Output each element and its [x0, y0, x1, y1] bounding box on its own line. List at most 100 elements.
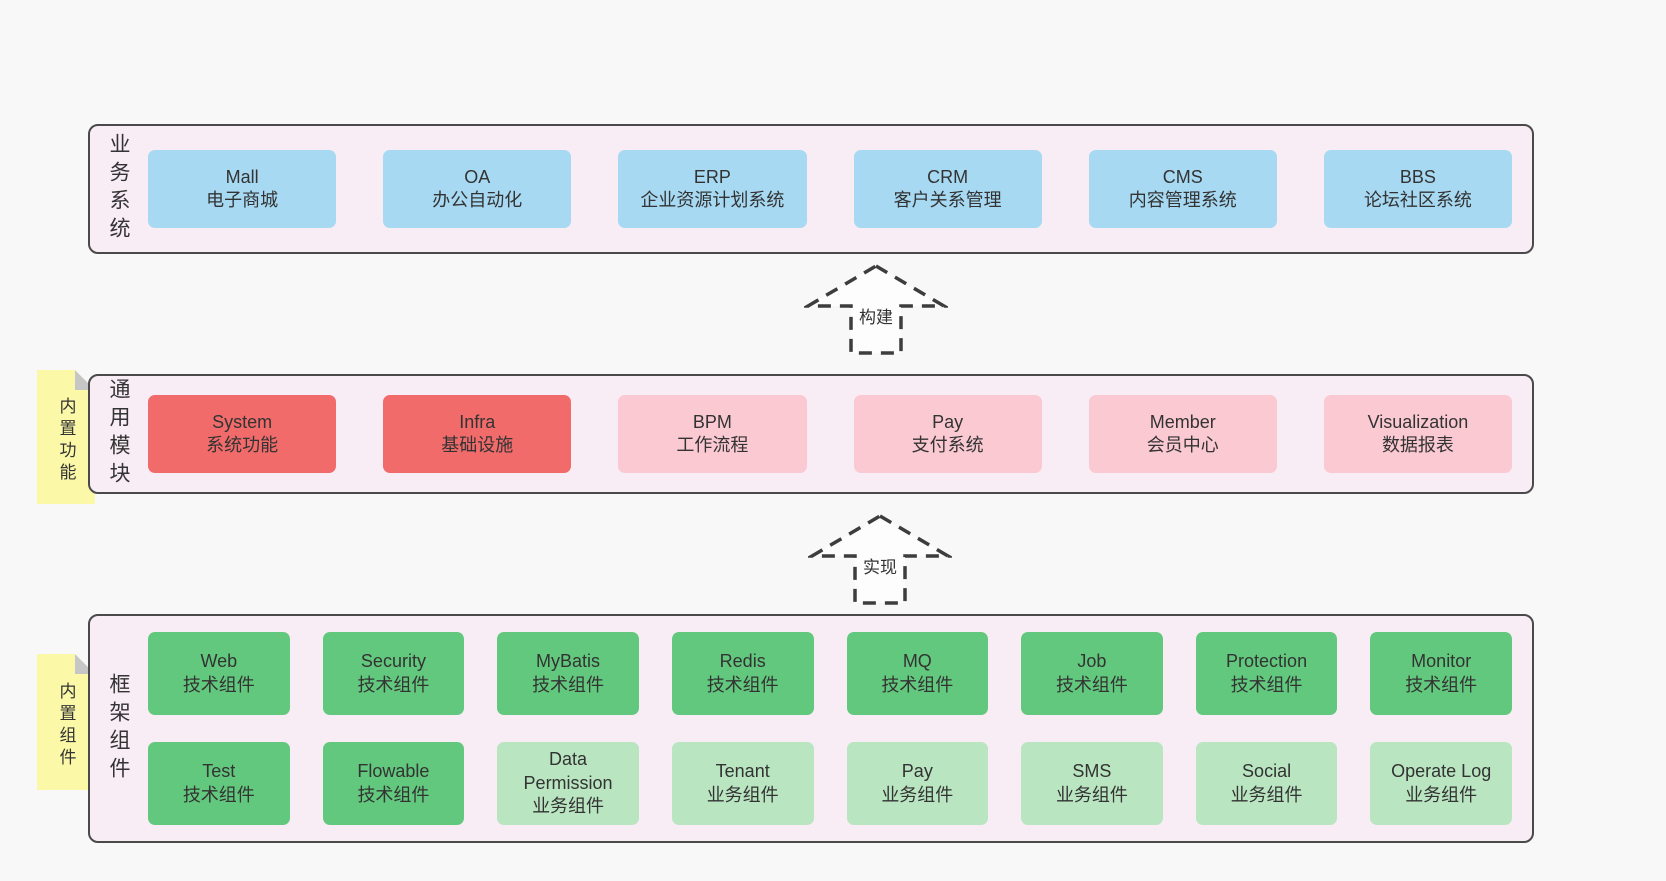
- module-box-oa: OA 办公自动化: [383, 150, 572, 228]
- box-name: Pay: [901, 761, 933, 782]
- box-name: Operate Log: [1391, 761, 1492, 782]
- box-desc: 技术组件: [1405, 674, 1478, 695]
- box-name: ERP: [693, 166, 731, 187]
- box-desc: 业务组件: [532, 796, 605, 817]
- module-box-bpm: BPM 工作流程: [618, 395, 807, 473]
- box-name: CRM: [927, 166, 969, 187]
- box-desc: 会员中心: [1146, 435, 1219, 455]
- box-name: Member: [1149, 411, 1216, 432]
- box-name: System: [212, 411, 273, 432]
- box-name: Infra: [459, 411, 496, 432]
- box-desc: 论坛社区系统: [1363, 190, 1472, 210]
- module-box-system: System 系统功能: [148, 395, 337, 473]
- box-name: Job: [1077, 651, 1107, 672]
- box-desc: 办公自动化: [432, 190, 523, 210]
- module-box-erp: ERP 企业资源计划系统: [618, 150, 807, 228]
- box-name: MQ: [902, 651, 932, 672]
- box-desc: 技术组件: [357, 674, 430, 695]
- box-desc: 内容管理系统: [1128, 190, 1237, 210]
- module-box-pay: Pay 支付系统: [853, 395, 1042, 473]
- box-name: SMS: [1072, 761, 1112, 782]
- box-name: Visualization: [1367, 411, 1469, 432]
- module-box-bbs: BBS 论坛社区系统: [1323, 150, 1513, 228]
- box-name: Social: [1242, 761, 1292, 782]
- layer-label: 通用模块: [107, 378, 130, 490]
- box-desc: 业务组件: [1055, 784, 1128, 805]
- layer-common-modules: 通用模块 System 系统功能 Infra 基础设施 BPM 工作流程 Pay 支付系统 Me…: [88, 374, 1534, 494]
- layer-label: 业务系统: [107, 133, 130, 245]
- box-desc: 支付系统: [911, 435, 984, 455]
- module-box-infra: Infra 基础设施: [383, 395, 572, 473]
- box-desc: 客户关系管理: [893, 190, 1002, 210]
- module-box-crm: CRM 客户关系管理: [853, 150, 1042, 228]
- arrow-label: 实现: [859, 552, 901, 579]
- arrow-label: 构建: [855, 302, 897, 329]
- layer-label: 框架组件: [107, 672, 130, 785]
- sticky-note-label: 内置功能: [56, 397, 76, 485]
- box-desc: 技术组件: [1055, 674, 1128, 695]
- box-desc: 技术组件: [182, 674, 255, 695]
- build-arrow: 构建: [804, 262, 948, 358]
- module-box-mall: Mall 电子商城: [148, 150, 337, 228]
- box-name: MyBatis: [536, 651, 601, 672]
- box-desc: 技术组件: [881, 674, 954, 695]
- box-name: CMS: [1162, 166, 1203, 187]
- box-desc: 系统功能: [206, 435, 279, 455]
- box-name: Web: [200, 651, 238, 672]
- box-name: Mall: [225, 166, 259, 187]
- box-name: BPM: [692, 411, 732, 432]
- box-grid: Mall 电子商城 OA 办公自动化 ERP 企业资源计划系统 CRM 客户关系管理 CMS 内容…: [146, 126, 1532, 252]
- box-desc: 基础设施: [441, 435, 514, 455]
- box-name: Monitor: [1411, 651, 1472, 672]
- module-box-visualization: Visualization 数据报表: [1323, 395, 1513, 473]
- box-desc: 企业资源计划系统: [640, 190, 785, 210]
- module-box-data-permission: Data Permission 业务组件: [497, 742, 639, 825]
- box-desc: 技术组件: [532, 674, 605, 695]
- box-desc: 电子商城: [206, 190, 279, 210]
- box-name: Pay: [932, 411, 964, 432]
- box-name: Security: [360, 651, 426, 672]
- module-box-cms: CMS 内容管理系统: [1088, 150, 1277, 228]
- box-desc: 技术组件: [182, 784, 255, 805]
- box-name: Data Permission: [523, 749, 613, 793]
- box-desc: 技术组件: [357, 784, 430, 805]
- box-desc: 技术组件: [1230, 674, 1303, 695]
- box-desc: 业务组件: [1405, 784, 1478, 805]
- box-name: BBS: [1399, 166, 1436, 187]
- box-name: Flowable: [357, 761, 430, 782]
- box-desc: 工作流程: [676, 435, 749, 455]
- box-name: OA: [464, 166, 491, 187]
- box-row: Mall 电子商城 OA 办公自动化 ERP 企业资源计划系统 CRM 客户关系管理 CMS 内容…: [148, 150, 1513, 228]
- box-grid: System 系统功能 Infra 基础设施 BPM 工作流程 Pay 支付系统 Member 会…: [146, 376, 1532, 492]
- box-name: Tenant: [715, 761, 770, 782]
- box-desc: 业务组件: [881, 784, 954, 805]
- box-name: Protection: [1226, 651, 1308, 672]
- box-name: Test: [202, 761, 236, 782]
- sticky-note-built-in-components: 内置组件: [37, 654, 95, 790]
- box-desc: 业务组件: [706, 784, 779, 805]
- box-desc: 业务组件: [1230, 784, 1303, 805]
- implement-arrow: 实现: [808, 512, 952, 608]
- box-desc: 数据报表: [1381, 435, 1454, 455]
- box-name: Redis: [719, 651, 766, 672]
